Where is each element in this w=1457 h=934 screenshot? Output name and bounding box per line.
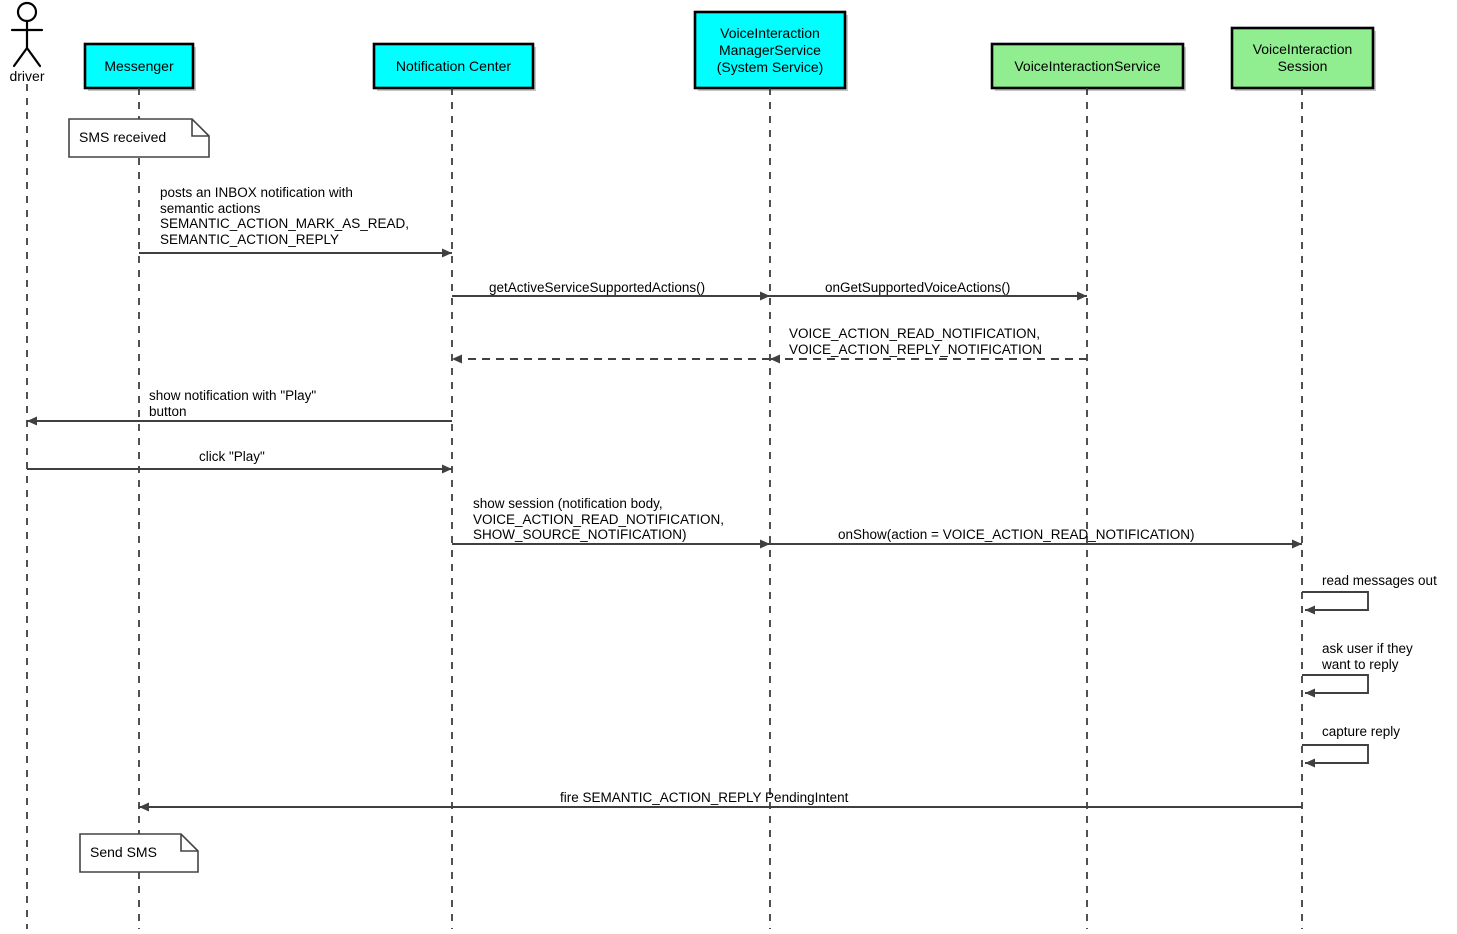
note-sms-received-text: SMS received	[79, 129, 167, 145]
self-capture-reply-loop[interactable]	[1302, 744, 1369, 768]
actor-right-leg	[25, 46, 42, 68]
msg-show-session-label: show session (notification body, VOICE_A…	[473, 496, 725, 542]
self-read-messages-out-label: read messages out	[1322, 573, 1437, 588]
participant-box-notification-center[interactable]	[372, 42, 535, 90]
actor-driver	[10, 1, 44, 68]
msg-on-get-supported-voice-actions-label: onGetSupportedVoiceActions()	[825, 280, 1011, 295]
participant-label-notification-center: Notification Center	[395, 57, 512, 74]
actor-left-leg	[12, 46, 29, 68]
note-send-sms-shape	[79, 833, 199, 873]
msg-show-notification-label: show notification with "Play" button	[149, 388, 317, 419]
note-sms-received-shape	[68, 118, 210, 158]
participant-label-voice-interaction-session: VoiceInteraction Session	[1252, 41, 1353, 74]
msg-get-active-service-supported-actions-label: getActiveServiceSupportedActions()	[489, 280, 706, 295]
participant-label-voice-interaction-service: VoiceInteractionService	[1014, 57, 1161, 74]
self-ask-user-reply-loop[interactable]	[1302, 674, 1369, 698]
note-send-sms-fold-icon	[180, 834, 198, 852]
msg-post-notification-label: posts an INBOX notification with semanti…	[160, 185, 410, 247]
self-read-messages-out-loop[interactable]	[1302, 591, 1369, 615]
actor-head-icon	[16, 1, 38, 23]
actor-label-driver: driver	[9, 68, 45, 84]
self-capture-reply-label: capture reply	[1322, 724, 1401, 739]
participant-label-messenger: Messenger	[104, 57, 174, 74]
participant-label-voice-interaction-manager-service: VoiceInteraction ManagerService (System …	[716, 24, 824, 75]
msg-click-play-label: click "Play"	[199, 449, 265, 464]
msg-on-show-label: onShow(action = VOICE_ACTION_READ_NOTIFI…	[838, 527, 1195, 542]
note-sms-received-fold-icon	[191, 119, 209, 137]
self-ask-user-reply-label: ask user if they want to reply	[1322, 641, 1413, 672]
participant-box-voice-interaction-service[interactable]	[990, 42, 1185, 90]
note-send-sms-text: Send SMS	[90, 844, 157, 860]
msg-fire-pending-intent-label: fire SEMANTIC_ACTION_REPLY PendingIntent	[560, 790, 849, 805]
msg-return-voice-actions-label: VOICE_ACTION_READ_NOTIFICATION, VOICE_AC…	[789, 326, 1043, 357]
